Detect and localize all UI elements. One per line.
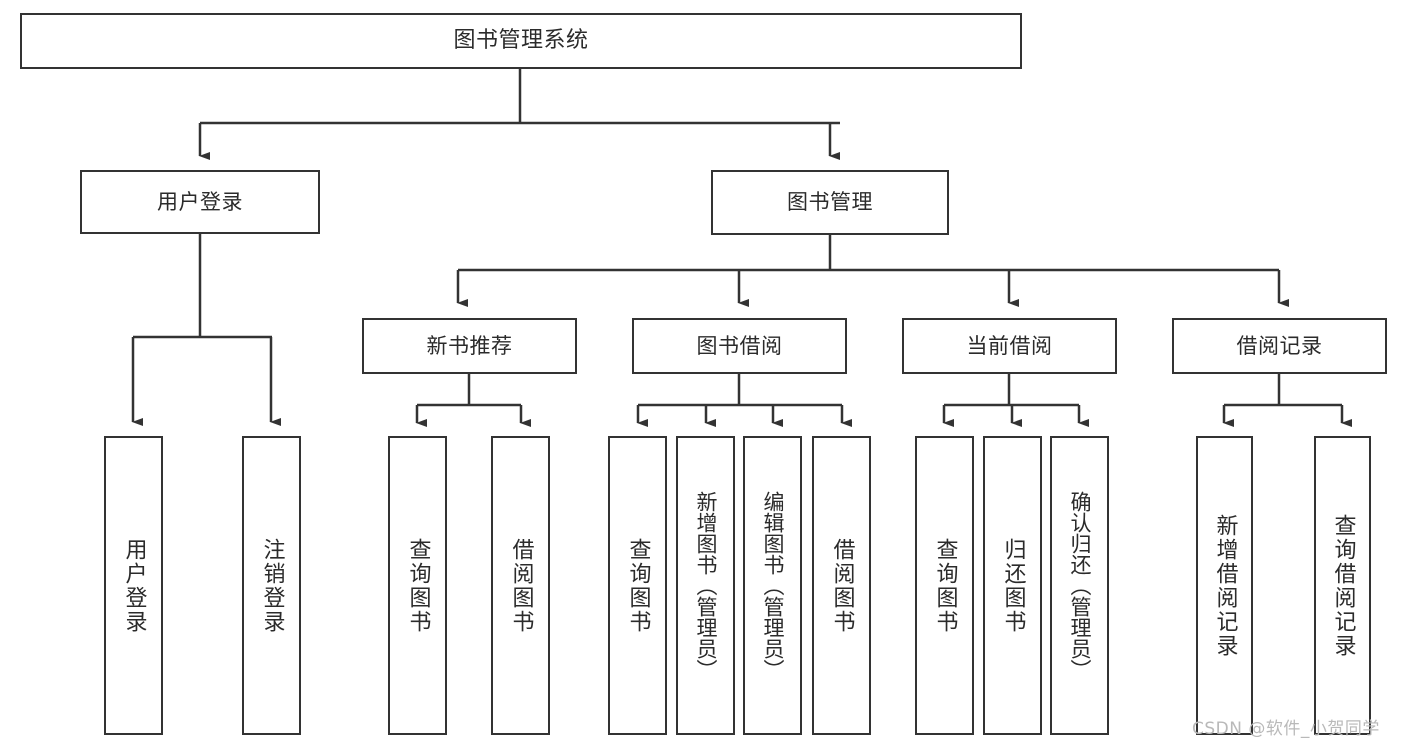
node-label: 查询图书	[625, 537, 651, 634]
node-label: 借阅图书	[829, 537, 855, 634]
node-label: 当前借阅	[966, 333, 1053, 358]
node-leaf-add-borrow-record[interactable]: 新增借阅记录	[1196, 436, 1253, 735]
node-label: 新增图书（管理员）	[694, 491, 718, 680]
node-label: 用户登录	[157, 189, 243, 214]
node-leaf-query-book-current[interactable]: 查询图书	[915, 436, 974, 735]
node-current-borrow[interactable]: 当前借阅	[902, 318, 1117, 374]
node-label: 图书借阅	[696, 333, 783, 358]
node-leaf-add-book-admin[interactable]: 新增图书（管理员）	[676, 436, 735, 735]
node-user-login[interactable]: 用户登录	[80, 170, 320, 234]
node-label: 归还图书	[1000, 537, 1026, 634]
node-label: 图书管理系统	[453, 28, 589, 54]
node-leaf-query-book-borrow[interactable]: 查询图书	[608, 436, 667, 735]
node-book-borrow[interactable]: 图书借阅	[632, 318, 847, 374]
node-leaf-user-login[interactable]: 用户登录	[104, 436, 163, 735]
node-label: 图书管理	[787, 190, 873, 215]
node-leaf-query-book-newbook[interactable]: 查询图书	[388, 436, 447, 735]
node-label: 借阅图书	[508, 537, 534, 634]
node-label: 查询图书	[932, 537, 958, 634]
node-leaf-logout[interactable]: 注销登录	[242, 436, 301, 735]
node-label: 编辑图书（管理员）	[761, 491, 785, 680]
node-label: 查询图书	[405, 537, 431, 634]
node-leaf-query-borrow-record[interactable]: 查询借阅记录	[1314, 436, 1371, 735]
node-label: 新增借阅记录	[1212, 513, 1238, 658]
node-leaf-borrow-book-newbook[interactable]: 借阅图书	[491, 436, 550, 735]
node-label: 注销登录	[259, 537, 285, 634]
node-new-book-recommend[interactable]: 新书推荐	[362, 318, 577, 374]
node-label: 用户登录	[121, 537, 147, 634]
node-label: 查询借阅记录	[1330, 513, 1356, 658]
node-label: 借阅记录	[1236, 333, 1323, 358]
node-leaf-edit-book-admin[interactable]: 编辑图书（管理员）	[743, 436, 802, 735]
node-borrow-record[interactable]: 借阅记录	[1172, 318, 1387, 374]
node-leaf-confirm-return-admin[interactable]: 确认归还（管理员）	[1050, 436, 1109, 735]
node-book-management[interactable]: 图书管理	[711, 170, 949, 235]
node-leaf-return-book[interactable]: 归还图书	[983, 436, 1042, 735]
node-leaf-borrow-book[interactable]: 借阅图书	[812, 436, 871, 735]
node-label: 新书推荐	[426, 333, 513, 358]
node-root-book-management-system[interactable]: 图书管理系统	[20, 13, 1022, 69]
watermark: CSDN @软件_小贺同学	[1192, 719, 1380, 739]
node-label: 确认归还（管理员）	[1068, 491, 1092, 680]
